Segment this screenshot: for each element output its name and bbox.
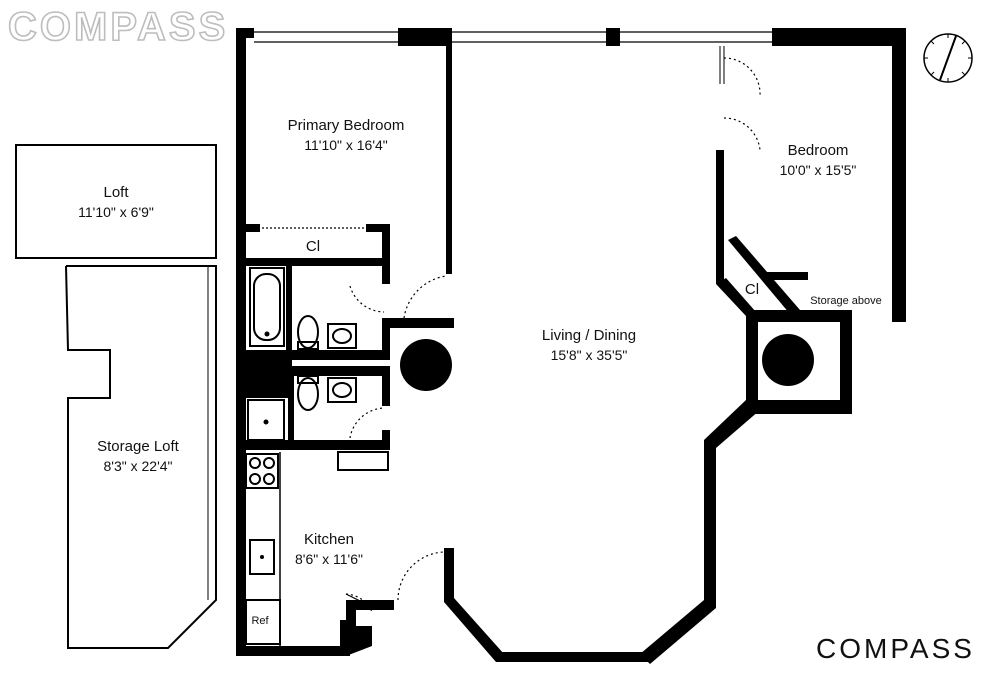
door-swings [349,46,761,601]
kitchen-sink-icon [249,539,275,575]
bathtub-icon [249,267,285,347]
refrigerator-label: Ref [251,615,269,627]
compass-logo: COMPASS [816,633,975,664]
refrigerator-box [245,599,281,645]
compass-watermark: COMPASS [8,5,228,49]
closet-primary-label: Cl [306,238,320,255]
living-dining-name: Living / Dining [542,327,636,344]
kitchen-name: Kitchen [304,531,354,548]
primary-bedroom-name: Primary Bedroom [288,117,405,134]
exterior-walls [236,28,906,664]
pantry-door-icon [345,593,373,613]
loft-outline [15,144,217,259]
loft-name: Loft [103,184,129,201]
bedroom-dims: 10'0" x 15'5" [780,162,857,178]
stove-icon [245,453,279,489]
sink-icon [327,377,357,403]
shower-icon [247,399,285,441]
bedroom-name: Bedroom [788,142,849,159]
storage-loft-outline [65,265,217,649]
north-compass-icon [923,33,973,83]
storage-loft-name: Storage Loft [97,438,180,455]
kitchen-dims: 8'6" x 11'6" [295,551,363,567]
vanity-icon [337,451,389,471]
sink-icon [327,323,357,349]
storage-above-label: Storage above [810,295,882,307]
storage-loft-dims: 8'3" x 22'4" [104,458,173,474]
interior-walls [236,28,808,656]
toilet-icon [297,375,319,411]
closet-bedroom-label: Cl [745,281,759,298]
living-dining-dims: 15'8" x 35'5" [551,347,628,363]
column-right [762,334,814,386]
column-left [400,339,452,391]
primary-bedroom-dims: 11'10" x 16'4" [304,137,388,153]
loft-dims: 11'10" x 6'9" [78,204,154,220]
toilet-icon [297,315,319,350]
